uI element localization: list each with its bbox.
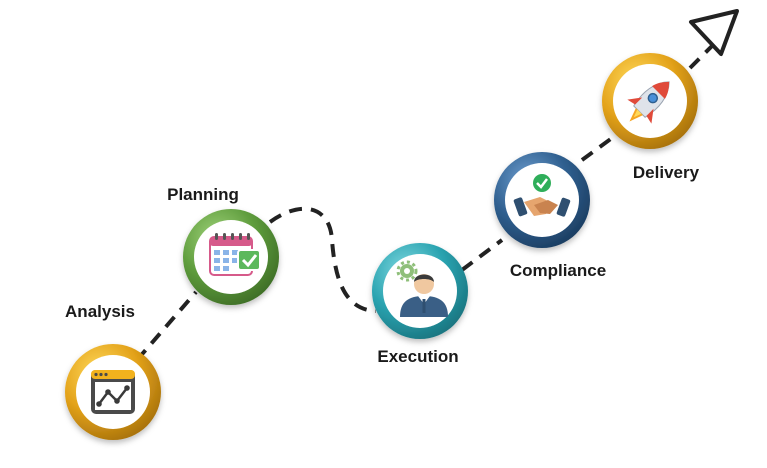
stage-label-analysis: Analysis [65, 302, 135, 321]
rocket-icon [627, 81, 670, 124]
analytics-chart-icon [91, 370, 135, 414]
stage-compliance [494, 152, 590, 248]
stage-planning [183, 209, 279, 305]
stage-label-compliance: Compliance [510, 261, 606, 280]
businessman-gear-icon [396, 260, 448, 317]
stage-execution [372, 243, 468, 339]
stage-analysis [65, 344, 161, 440]
arrowhead-icon [689, 9, 739, 56]
dashed-route-path [135, 38, 720, 362]
stage-label-execution: Execution [377, 347, 458, 366]
stage-delivery [602, 53, 698, 149]
stage-label-delivery: Delivery [633, 163, 700, 182]
stage-label-planning: Planning [167, 185, 239, 204]
calendar-check-icon [209, 233, 261, 276]
handshake-check-icon [513, 174, 571, 217]
